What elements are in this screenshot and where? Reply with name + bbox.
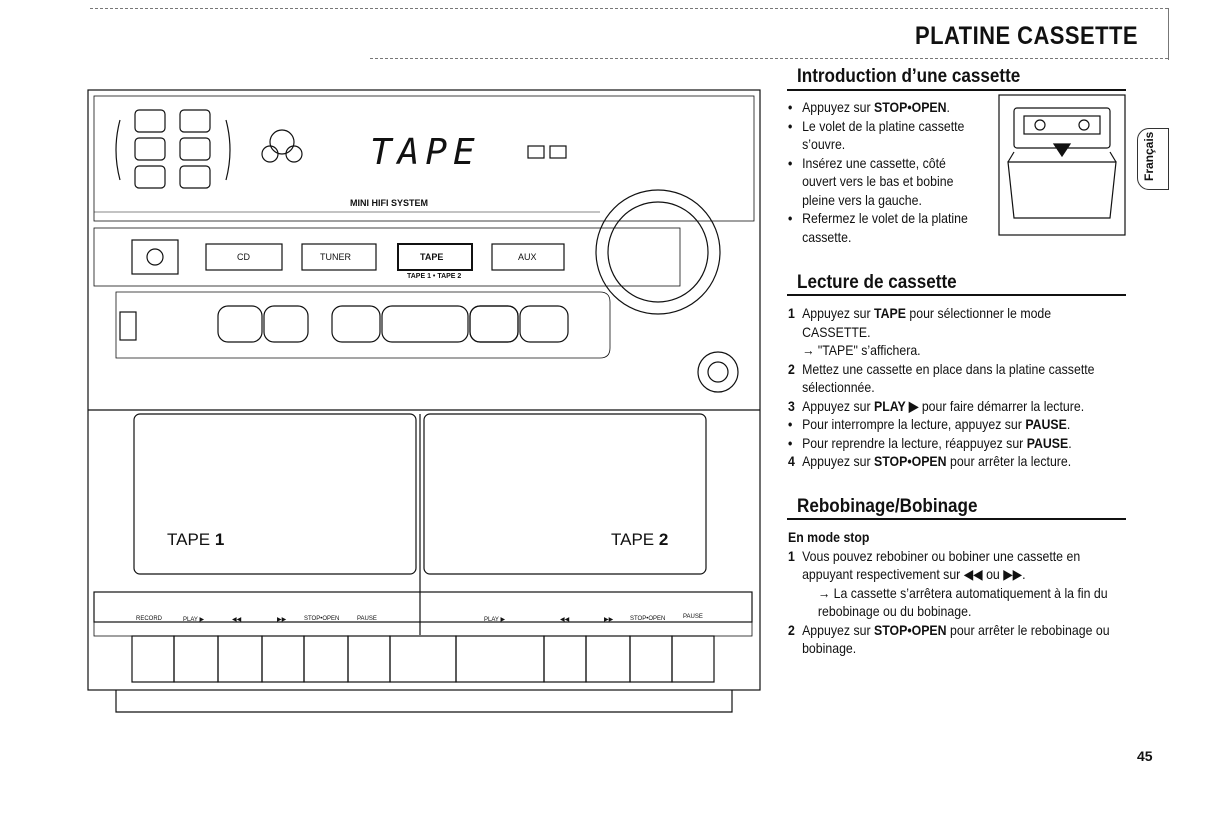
system-label: MINI HIFI SYSTEM	[350, 198, 429, 208]
intro-item-1: •Appuyez sur STOP•OPEN.	[788, 99, 950, 115]
title-rule	[370, 58, 1168, 59]
deck-keys	[131, 635, 715, 683]
intro-item-3: •Insérez une cassette, côté ouvert vers …	[788, 154, 954, 208]
rewind-rule	[787, 518, 1126, 520]
power-button	[131, 239, 179, 275]
deck1-key-ffwd: ▶▶	[277, 617, 287, 623]
language-tab: Français	[1137, 128, 1169, 190]
intro-item-4: •Refermez le volet de la platine cassett…	[788, 210, 968, 245]
intro-rule	[787, 89, 1126, 91]
disc-logo	[261, 129, 303, 163]
cd-button	[205, 243, 283, 271]
rewind-step-1-result: → La cassette s’arrêtera automatiquement…	[817, 584, 1108, 620]
aux-button	[491, 243, 565, 271]
playback-rule	[787, 294, 1126, 296]
top-rule	[90, 8, 1168, 9]
device-body	[87, 89, 761, 691]
source-aux-label: AUX	[518, 252, 537, 262]
deck-1-number: 1	[214, 530, 225, 549]
tuner-button	[301, 243, 377, 271]
deck1-key-rewind: ◀◀	[232, 617, 242, 623]
deck1-key-pause: PAUSE	[357, 616, 377, 622]
hifi-illustration	[87, 89, 761, 713]
deck-1-door	[133, 413, 417, 575]
playback-step-1-result: → "TAPE" s’affichera.	[802, 342, 921, 358]
intro-list: •Appuyez sur STOP•OPEN. •Le volet de la …	[788, 98, 982, 246]
source-cd-label: CD	[237, 252, 250, 262]
tape-button	[397, 243, 473, 271]
deck-1-label-text: TAPE	[167, 530, 211, 549]
rewind-heading: Rebobinage/Bobinage	[797, 496, 978, 517]
deck1-key-play: PLAY ▶	[183, 617, 205, 623]
playback-bullet-pause: •Pour interrompre la lecture, appuyez su…	[788, 416, 1071, 432]
deck2-key-ffwd: ▶▶	[604, 617, 614, 623]
playback-heading: Lecture de cassette	[797, 272, 957, 293]
deck-1-label: TAPE 1	[167, 530, 224, 550]
page-number: 45	[1137, 748, 1153, 764]
cassette-insert-illustration	[998, 94, 1126, 236]
deck2-key-pause: PAUSE	[683, 614, 703, 620]
source-tape-label: TAPE	[420, 252, 444, 262]
deck-2-label: TAPE 2	[611, 530, 668, 550]
volume-knob	[607, 201, 709, 303]
deck1-key-record: RECORD	[136, 616, 163, 622]
source-tuner-label: TUNER	[320, 252, 351, 262]
deck2-key-play: PLAY ▶	[484, 617, 506, 623]
tape-selector-label: TAPE 1 • TAPE 2	[407, 273, 462, 280]
language-tab-label: Français	[1142, 131, 1156, 181]
deck1-key-stop: STOP•OPEN	[304, 616, 340, 622]
deck-2-label-text: TAPE	[611, 530, 655, 549]
rewind-subheading: En mode stop	[788, 529, 870, 545]
deck2-key-rewind: ◀◀	[560, 617, 570, 623]
intro-heading: Introduction d’une cassette	[797, 66, 1021, 87]
cassette-door	[1007, 161, 1117, 219]
playback-bullet-resume: •Pour reprendre la lecture, réappuyez su…	[788, 434, 1072, 451]
device-base	[115, 690, 733, 713]
deck-2-number: 2	[658, 530, 669, 549]
volume-ring	[595, 189, 721, 315]
deck2-key-stop: STOP•OPEN	[630, 616, 666, 622]
nav-pad	[115, 109, 231, 189]
page-title: PLATINE CASSETTE	[915, 22, 1138, 50]
intro-item-2: •Le volet de la platine cassette s’ouvre…	[788, 117, 965, 153]
top-right-border	[1168, 8, 1169, 60]
deck-2-door	[423, 413, 707, 575]
cassette-shape	[1013, 107, 1111, 149]
display-text: TAPE	[370, 132, 481, 173]
